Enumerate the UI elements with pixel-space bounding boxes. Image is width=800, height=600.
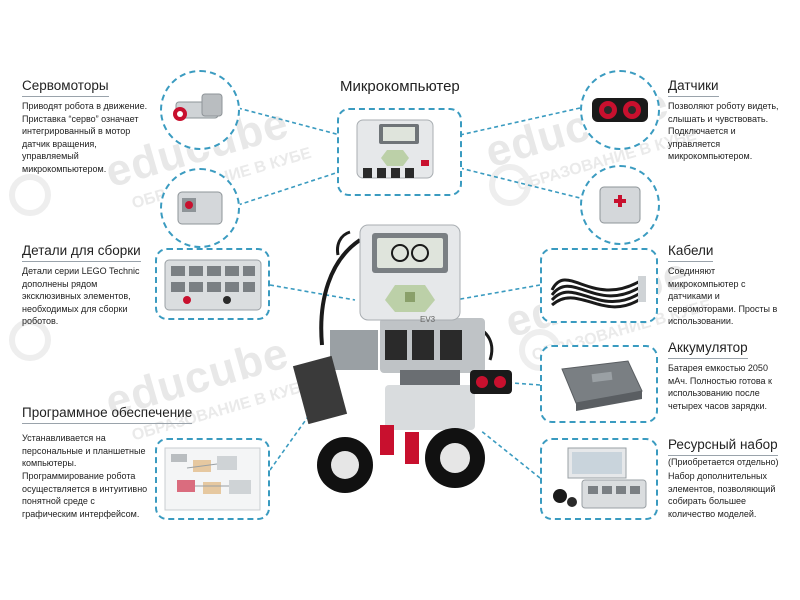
microcomputer-icon bbox=[356, 119, 434, 179]
software-screenshot-icon bbox=[164, 447, 261, 511]
battery-image bbox=[540, 345, 658, 423]
cables-image bbox=[540, 248, 658, 323]
resource-description: Набор дополнительных элементов, позволяю… bbox=[668, 471, 776, 519]
touch-sensor-icon bbox=[599, 186, 641, 224]
resource-image bbox=[540, 438, 658, 520]
software-image bbox=[155, 438, 270, 520]
large-motor-icon bbox=[173, 93, 223, 121]
servo-description: Приводят робота в движение. Приставка “с… bbox=[22, 101, 148, 174]
software-description-2: Программирование робота осуществляется в… bbox=[22, 471, 148, 519]
cables-icon bbox=[550, 276, 646, 309]
parts-image bbox=[155, 248, 270, 320]
microcomputer-panel bbox=[337, 108, 462, 196]
brick-label: EV3 bbox=[420, 315, 436, 324]
sensors-description: Позволяют роботу видеть, слышать и чувст… bbox=[668, 101, 779, 161]
parts-title: Детали для сборки bbox=[22, 243, 141, 262]
battery-title: Аккумулятор bbox=[668, 340, 748, 359]
center-title: Микрокомпьютер bbox=[340, 78, 460, 95]
battery-icon bbox=[561, 360, 643, 411]
resource-subtitle: (Приобретается отдельно) bbox=[668, 457, 779, 467]
servo-title: Сервомоторы bbox=[22, 78, 109, 97]
battery-description: Батарея емкостью 2050 мАч. Полностью гот… bbox=[668, 363, 772, 411]
parts-description: Детали серии LEGO Technic дополнены рядо… bbox=[22, 266, 140, 326]
parts-box-icon bbox=[164, 259, 262, 311]
medium-motor-image bbox=[160, 168, 240, 248]
touch-sensor-image bbox=[580, 165, 660, 245]
sensors-title: Датчики bbox=[668, 78, 719, 97]
ultrasonic-sensor-icon bbox=[592, 98, 648, 122]
software-description-1: Устанавливается на персональные и планше… bbox=[22, 433, 146, 468]
cables-title: Кабели bbox=[668, 243, 714, 262]
servo-image bbox=[160, 70, 240, 150]
robot-illustration: EV3 bbox=[292, 224, 512, 493]
software-title: Программное обеспечение bbox=[22, 405, 193, 424]
cables-description: Соединяют микрокомпьютер с датчиками и с… bbox=[668, 266, 778, 326]
medium-motor-icon bbox=[177, 191, 223, 225]
ultrasonic-sensor-image bbox=[580, 70, 660, 150]
resource-title: Ресурсный набор bbox=[668, 437, 778, 456]
resource-set-icon bbox=[553, 447, 647, 509]
